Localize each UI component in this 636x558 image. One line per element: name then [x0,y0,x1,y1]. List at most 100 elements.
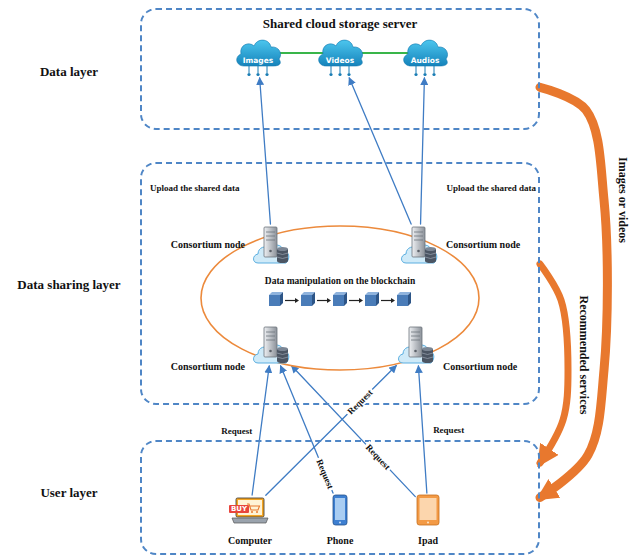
blockchain-ring-shape-part [376,292,379,306]
blockchain-ring-shape-part [285,300,296,301]
consortium-node-shape-part [264,327,277,357]
phone-icon-shape [332,494,348,526]
cloud-storage-shape-part [319,40,363,66]
cloud-storage-shape-part [432,73,435,76]
cloud-storage-shape-part [338,73,341,76]
cloud-storage-shape-part [434,66,435,73]
request-arrow [349,78,411,224]
consortium-node-shape-part [425,253,436,255]
blockchain-ring-shape-part [408,292,411,306]
consortium-node-shape-part [414,232,423,233]
consortium-node-shape-part [425,259,436,263]
consortium-node-shape-part [269,250,272,253]
edge-label: Request [363,441,394,473]
upload-note: Upload the shared data [446,183,536,193]
text-holder: Data layer [3,62,135,80]
device-label: Phone [327,535,354,546]
blockchain-ring-shape-part [280,292,283,306]
text-holder: Phone [290,530,390,548]
text-holder: Request [314,456,337,492]
blockchain-ring-shape-part [301,295,312,306]
consortium-node-shape-part [414,236,423,237]
flow-arrow [540,264,568,463]
consortium-node-shape-part [411,340,420,341]
consortium-node: Consortium node [252,225,292,265]
phone-icon-shape-part [335,498,345,520]
cloud-storage-shape-part [237,40,281,66]
request-arrow [260,78,271,224]
consortium-node-shape-part [277,357,288,359]
edge-label: Request [219,426,254,436]
cloud-label: Videos [326,56,354,65]
cloud-storage-shape-part [414,73,417,76]
consortium-node-shape-part [269,350,272,353]
cloud-storage-shape-part [267,66,268,73]
consortium-node-shape-part [277,257,288,259]
request-arrow [266,366,396,496]
consortium-node-shape-part [417,250,420,253]
consortium-node-shape-part [425,257,436,259]
consortium-node-shape-part [266,232,275,233]
edge-label: Request [431,425,466,435]
ring-label: Data manipulation on the blockchain [265,276,415,286]
text-holder: Request [363,441,394,473]
text-holder: BUY [229,497,249,515]
consortium-node-shape-part [266,240,275,241]
cloud-storage-shape-part [425,66,426,73]
cloud-storage-shape-part [340,66,341,73]
consortium-node-shape-part [277,347,288,351]
request-arrow [418,366,426,493]
text-holder: Data manipulation on the blockchain [200,270,480,288]
consortium-node-shape-part [412,227,425,257]
text-holder: Upload the shared data [426,177,536,195]
layer-title: Data layer [40,64,98,80]
layer-band: Consortium nodeConsortium nodeData manip… [140,162,540,405]
text-holder: Consortium node [446,234,541,252]
consortium-node-shape-part [411,332,420,333]
text-holder: Images or videos [615,155,630,245]
blockchain-ring-shape-part [391,298,395,303]
blockchain-ring-shape-part [333,295,344,306]
blockchain-ring-shape-part [397,295,408,306]
cloud-storage-shape-part [329,73,332,76]
consortium-node-shape-part [266,332,275,333]
computer-icon-shape-part [256,511,258,513]
consortium-node-shape-part [277,259,288,263]
blockchain-ring-shape-part [317,300,328,301]
consortium-node-shape-part [277,247,288,251]
text-holder: Computer [200,530,300,548]
consortium-node-shape-part [411,336,420,337]
node-label: Consortium node [171,361,245,372]
consortium-node-shape-part [277,353,288,355]
blockchain-ring-shape-part [344,292,347,306]
upload-note: Upload the shared data [150,183,240,193]
node-label: Consortium node [171,239,245,250]
tablet-icon-shape-part [427,522,429,524]
request-arrow [292,366,416,497]
blockchain-ring-shape-part [312,292,315,306]
tablet-icon: Ipad [416,494,440,526]
blockchain-ring-shape-part [365,295,376,306]
consortium-node-shape [252,225,292,265]
consortium-node-shape-part [266,236,275,237]
cloud-storage-shape-part [404,40,448,66]
text-holder: Consortium node [140,234,245,252]
cloud-storage: Videos [315,35,365,77]
consortium-node-shape-part [422,347,433,351]
text-holder: Request [431,425,466,435]
phone-icon: Phone [332,494,348,526]
layer-title: Data sharing layer [17,277,120,293]
cloud-storage-shape-part [265,73,268,76]
text-holder: Videos [315,49,365,67]
blockchain-ring-shape-part [201,226,479,370]
request-arrow [421,78,425,224]
cloud-storage: Audios [400,35,450,77]
blockchain-ring-shape-part [381,300,392,301]
flow-arrow [540,87,607,497]
device-label: Computer [228,535,272,546]
text-holder: Ipad [378,530,478,548]
flow-label: Images or videos [615,155,630,245]
node-label: Consortium node [443,361,517,372]
